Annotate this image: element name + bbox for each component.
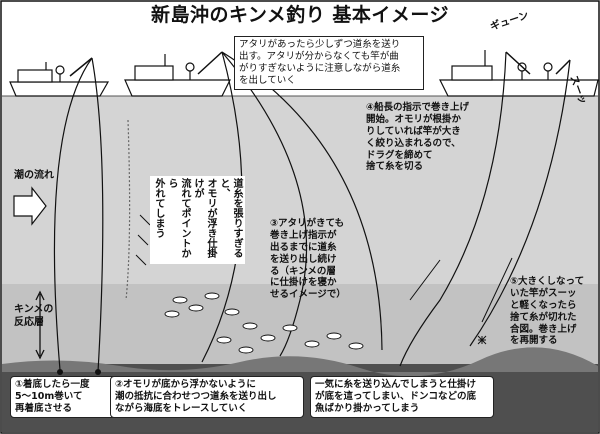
note-step4: ④船長の指示で巻き上げ 開始。オモリが根掛か りしていれば竿が大き く絞り込まれ…: [366, 102, 470, 173]
page-title: 新島沖のキンメ釣り 基本イメージ: [150, 4, 450, 26]
line-drifted: [125, 119, 131, 301]
note-warning: 一気に糸を送り込んでしまうと仕掛け が底を這ってしまい、ドンコなどの底 魚ばかり…: [310, 376, 494, 418]
hook-sets: [135, 214, 513, 323]
line-6: [399, 51, 507, 367]
tide-arrow-icon: [13, 186, 47, 226]
line-2: [91, 57, 104, 373]
note-step3: ③アタリがきても 巻き上げ指示が 出るまでに道糸 を送り出し続け る（キンメの層…: [270, 218, 346, 301]
note-slack: 道糸を張りすぎると、 オモリが浮き仕掛けが 流れてポイントから 外れてしまう: [150, 176, 245, 264]
line-1: [53, 57, 93, 371]
line-4: [221, 51, 308, 357]
seabed-contour: [2, 347, 598, 377]
boat-center: [124, 51, 231, 97]
kinme-fish-school: [164, 292, 364, 354]
boat-left: [9, 57, 110, 97]
layer-range-arrow-icon: [35, 290, 45, 360]
label-tide: 潮の流れ: [14, 170, 54, 181]
fishing-lines: [53, 51, 571, 373]
sinker-icon: [57, 369, 63, 375]
line-7: [469, 59, 571, 347]
note-step2: ②オモリが底から浮かないように 潮の抵抗に合わせつつ道糸を送り出し ながら海底を…: [110, 376, 304, 418]
sinker-icon: [95, 369, 101, 375]
note-bite: アタリがあったら少しずつ道糸を送り 出す。アタリが分からなくても竿が曲 がりすぎ…: [234, 36, 424, 90]
note-step1: ①着底したら一度 5〜10m巻いて 再着底させる: [10, 376, 116, 418]
boat-right: [439, 50, 599, 97]
label-kinme-layer: キンメの 反応層: [14, 304, 54, 328]
note-step5: ⑤大きくしなって いた竿がスーッ と軽くなったら 捨て糸が切れた 合図。巻き上げ…: [510, 276, 585, 347]
snag-burst-icon: [477, 335, 487, 345]
